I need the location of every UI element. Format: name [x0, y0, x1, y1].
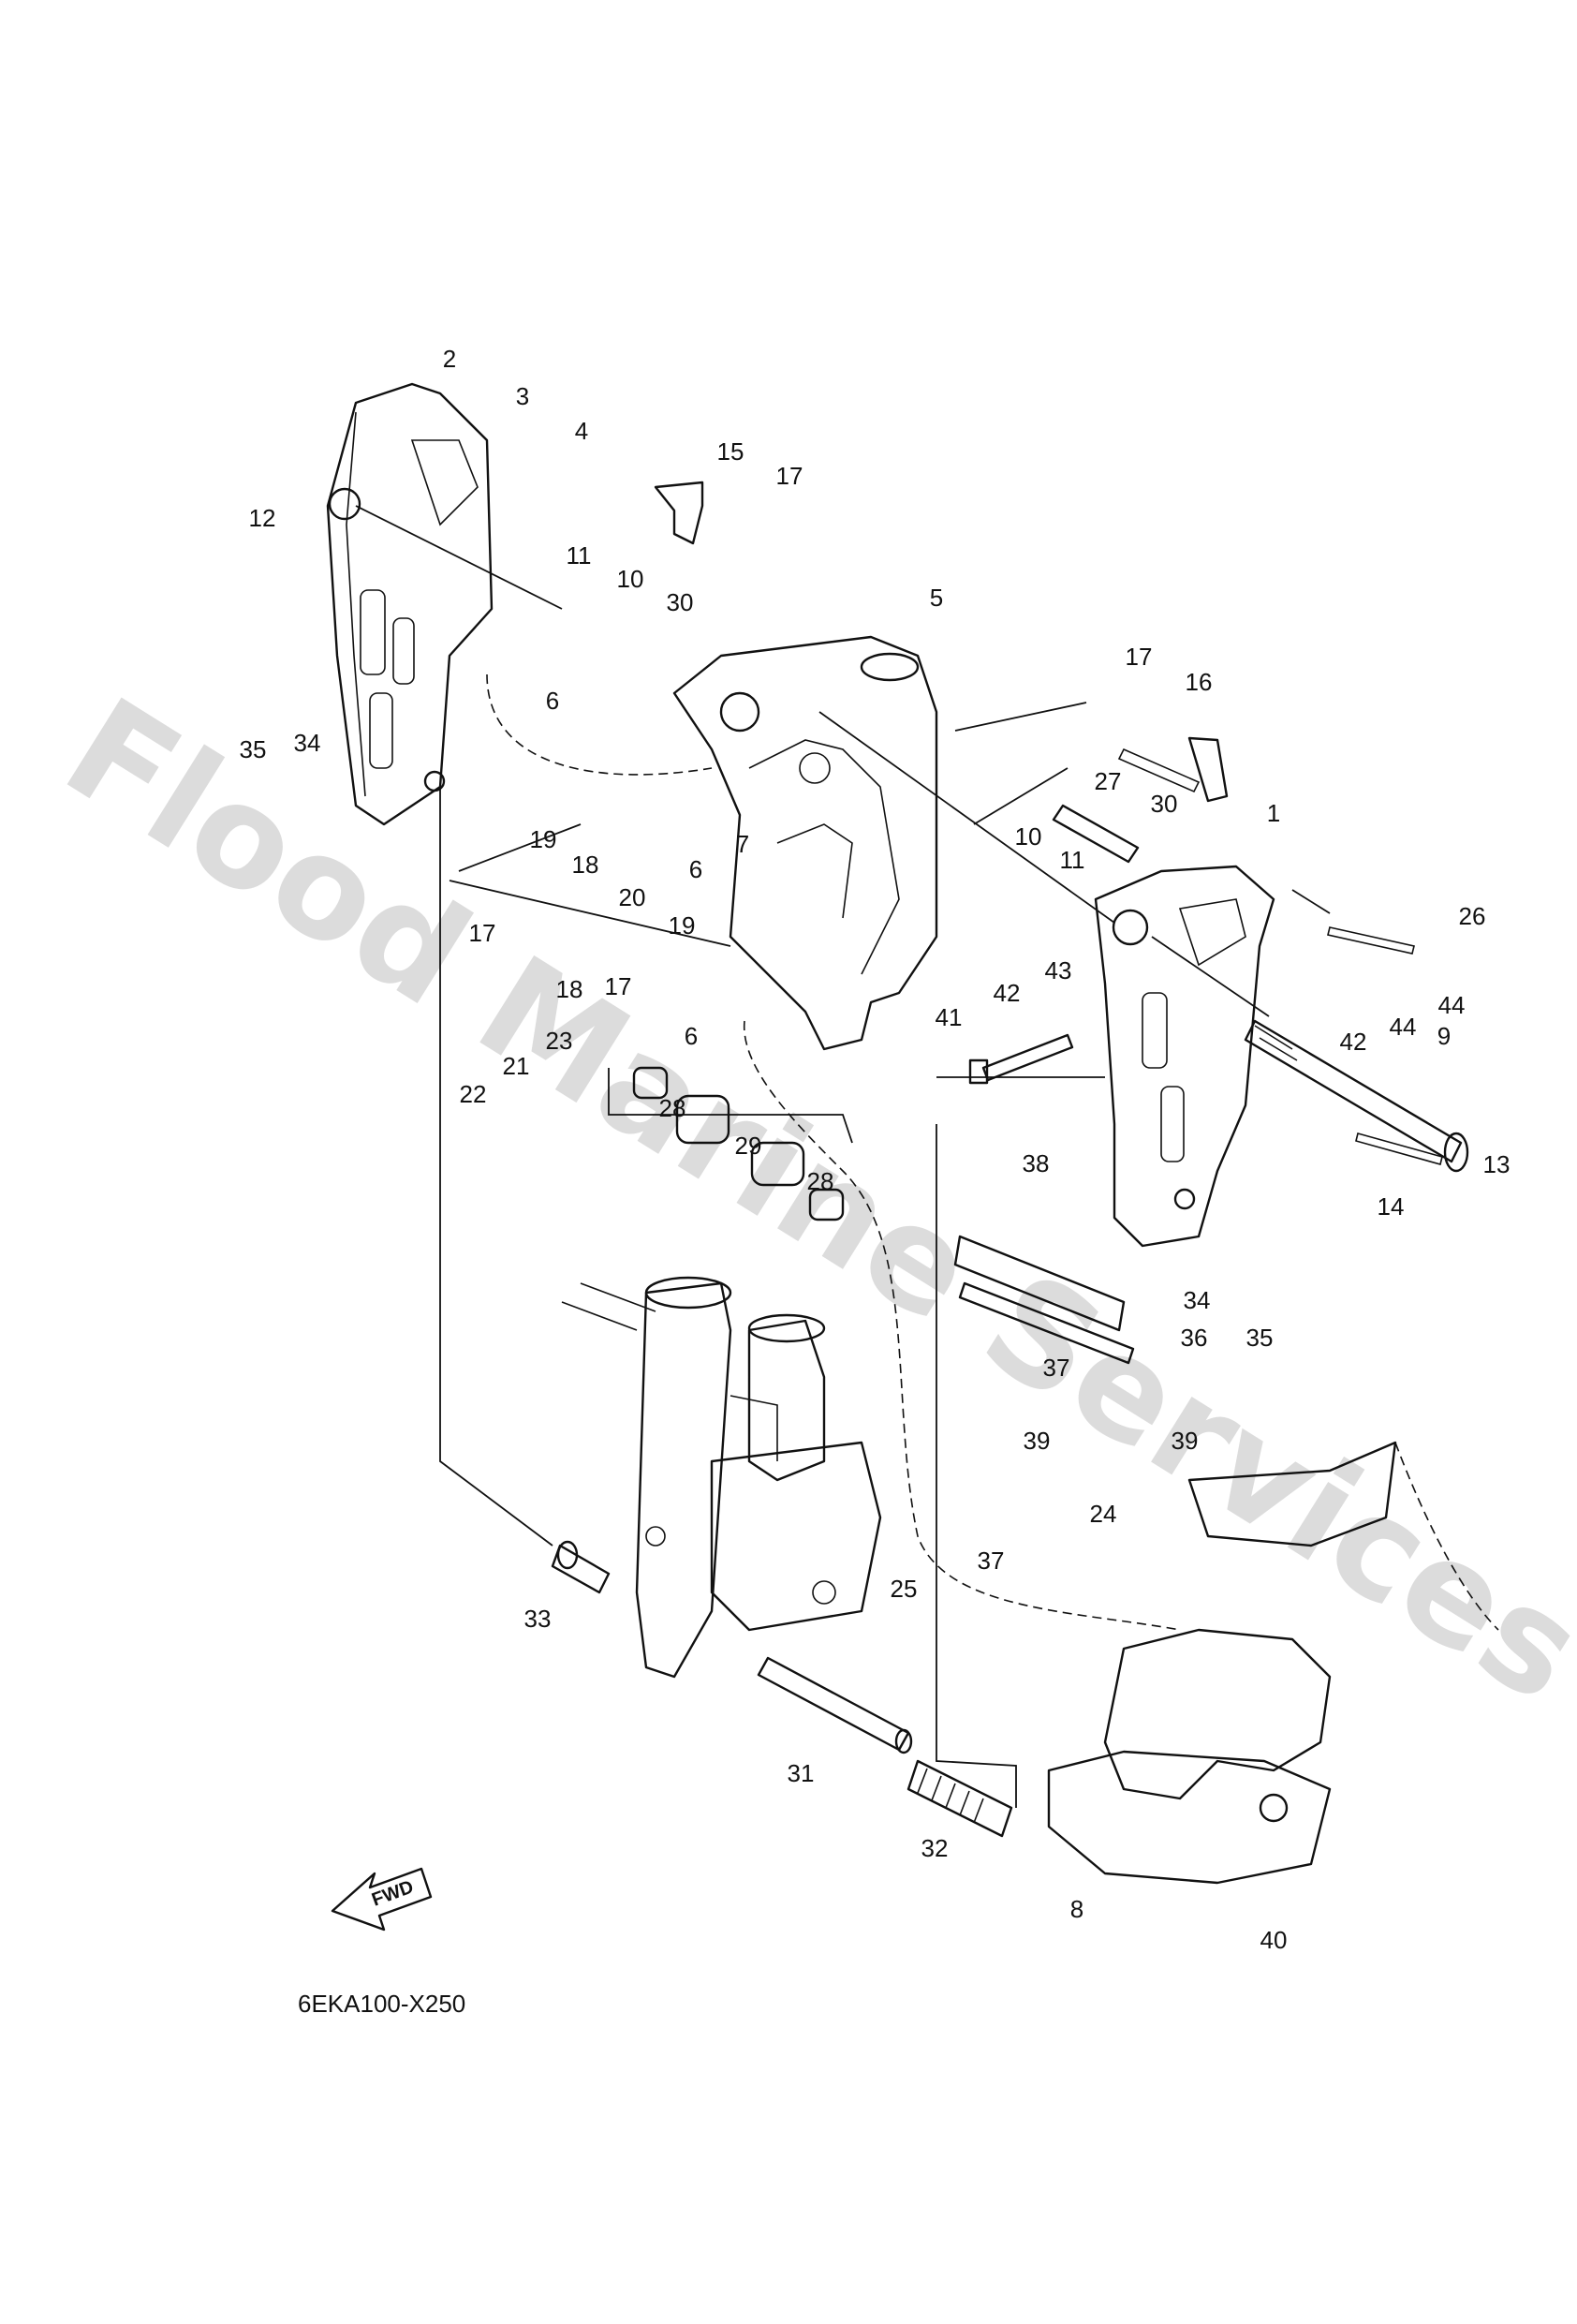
callout-44b: 44	[1390, 1013, 1417, 1041]
callout-34b: 34	[1184, 1286, 1211, 1314]
callout-6b: 6	[689, 855, 702, 883]
callout-28b: 28	[807, 1167, 834, 1195]
callout-30b: 30	[1151, 790, 1178, 818]
callout-20: 20	[619, 883, 646, 911]
callout-27: 27	[1095, 767, 1122, 795]
callout-6c: 6	[685, 1022, 698, 1050]
callout-6a: 6	[546, 687, 559, 715]
callout-30a: 30	[667, 588, 694, 616]
callout-10a: 10	[617, 565, 644, 593]
callout-26: 26	[1459, 902, 1486, 930]
callout-28a: 28	[659, 1094, 686, 1122]
callout-11b: 11	[1060, 846, 1085, 874]
callout-33: 33	[524, 1605, 552, 1633]
callout-34a: 34	[294, 729, 321, 757]
trim-tilt-unit	[561, 1276, 882, 1679]
callout-39a: 39	[1024, 1427, 1051, 1455]
callout-7: 7	[736, 830, 749, 858]
callout-19b: 19	[669, 911, 696, 940]
callout-9: 9	[1437, 1022, 1451, 1050]
callout-31: 31	[788, 1759, 815, 1787]
callout-35a: 35	[240, 735, 267, 763]
callout-18b: 18	[556, 975, 583, 1003]
callout-18a: 18	[572, 851, 599, 879]
callout-14: 14	[1378, 1192, 1405, 1221]
callout-11a: 11	[567, 541, 592, 570]
callout-36: 36	[1181, 1324, 1208, 1352]
callout-43: 43	[1045, 956, 1072, 984]
watermark: Flood Marine Services	[38, 668, 1577, 1734]
callout-35b: 35	[1246, 1324, 1274, 1352]
callout-12: 12	[249, 504, 276, 532]
callout-32: 32	[921, 1834, 949, 1862]
callout-17d: 17	[605, 972, 632, 1000]
callout-17c: 17	[469, 919, 496, 947]
callout-22: 22	[460, 1080, 487, 1108]
misc-parts: FWD	[331, 481, 1443, 1932]
callout-4: 4	[575, 417, 588, 445]
callout-16: 16	[1186, 668, 1213, 696]
callout-19a: 19	[530, 825, 557, 853]
callout-42a: 42	[994, 979, 1021, 1007]
diagram-code: 6EKA100-X250	[298, 1990, 465, 2018]
callout-5: 5	[930, 584, 943, 612]
callout-25: 25	[891, 1575, 918, 1603]
callout-13: 13	[1483, 1150, 1511, 1178]
callout-38: 38	[1023, 1149, 1050, 1177]
callout-29: 29	[735, 1132, 762, 1160]
callout-17a: 17	[776, 462, 803, 490]
callout-23: 23	[546, 1027, 573, 1055]
callout-15: 15	[717, 437, 744, 466]
callout-40: 40	[1260, 1926, 1288, 1954]
clamp-bracket-right	[1094, 865, 1275, 1248]
callout-39b: 39	[1172, 1427, 1199, 1455]
tilt-tube	[1244, 1019, 1469, 1173]
callout-8: 8	[1070, 1895, 1083, 1923]
callout-21: 21	[503, 1052, 530, 1080]
callout-10b: 10	[1015, 822, 1042, 851]
callout-44a: 44	[1438, 991, 1466, 1019]
fwd-arrow: FWD	[331, 1867, 433, 1932]
assembly-lines	[355, 505, 1499, 1808]
clamp-bracket-left	[326, 382, 494, 826]
callout-1: 1	[1267, 799, 1280, 827]
callout-17b: 17	[1126, 643, 1153, 671]
watermark-text: Flood Marine Services	[38, 668, 1577, 1734]
callout-37a: 37	[1043, 1354, 1070, 1382]
lower-bracket	[1047, 1441, 1397, 1885]
callout-3: 3	[516, 382, 529, 410]
callout-2: 2	[443, 345, 456, 373]
callouts: 1 2 3 4 5 6 6 6 7 8 9 10 10 11 11 12 13 …	[240, 345, 1511, 1954]
callout-24: 24	[1090, 1500, 1117, 1528]
callout-42b: 42	[1340, 1028, 1367, 1056]
callout-37b: 37	[978, 1547, 1005, 1575]
callout-41: 41	[936, 1003, 963, 1031]
swivel-bracket	[672, 635, 938, 1051]
